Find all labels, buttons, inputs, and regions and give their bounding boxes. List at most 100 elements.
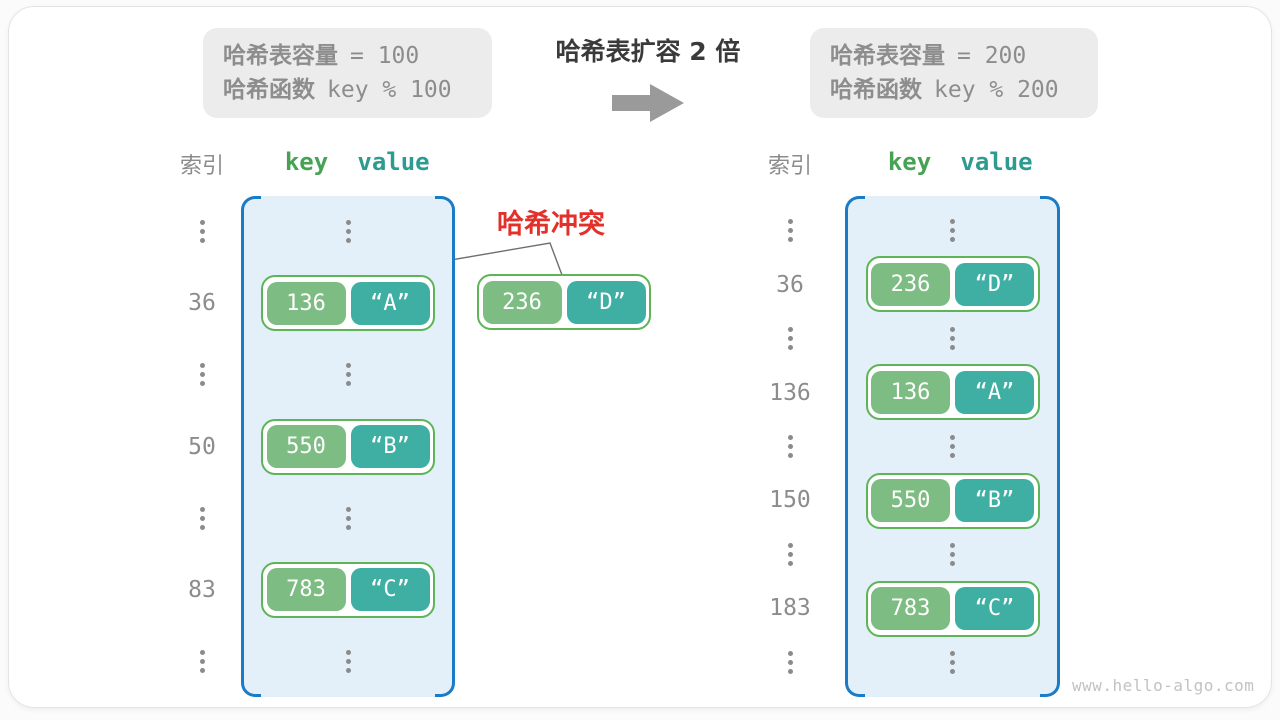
- hash-collision-label: 哈希冲突: [497, 209, 605, 240]
- ellipsis-icon: [199, 506, 205, 530]
- key-pill: 136: [871, 370, 950, 414]
- value-header: value: [357, 148, 430, 176]
- key-header: key: [284, 148, 329, 176]
- bucket-ellipsis: [845, 420, 1060, 472]
- ellipsis-icon: [199, 363, 205, 387]
- hash-pair: 783 “C”: [261, 561, 435, 618]
- right-arrow-icon: [612, 84, 684, 122]
- hash-table-before: 136 “A” 550 “B” 783 “C”: [241, 196, 455, 697]
- value-pill: “D”: [955, 262, 1034, 306]
- ellipsis-icon: [950, 543, 955, 567]
- capacity-value: = 200: [957, 43, 1027, 69]
- bucket-ellipsis: [241, 339, 455, 411]
- hash-function-line: 哈希函数 key % 100: [223, 77, 492, 103]
- key-pill: 236: [482, 280, 562, 324]
- key-pill: 136: [266, 281, 346, 325]
- bucket-ellipsis: [845, 529, 1060, 581]
- index-ellipsis: [176, 482, 228, 554]
- hash-pair: 236 “D”: [477, 274, 651, 330]
- right-table-rows: 236 “D” 136 “A” 550 “B”: [845, 204, 1060, 689]
- bucket-row: 236 “D”: [845, 256, 1060, 313]
- ellipsis-icon: [199, 649, 205, 673]
- value-pill: “B”: [955, 479, 1034, 523]
- ellipsis-icon: [787, 542, 793, 566]
- value-pill: “A”: [350, 281, 430, 325]
- bucket-row: 136 “A”: [241, 268, 455, 340]
- bucket-ellipsis: [241, 482, 455, 554]
- bucket-ellipsis: [241, 625, 455, 697]
- index-label: 36: [776, 271, 804, 298]
- table-bracket-right: [435, 196, 455, 697]
- index-label: 136: [769, 379, 811, 406]
- hash-function-value: key % 200: [934, 77, 1059, 103]
- bucket-row: 550 “B”: [241, 411, 455, 483]
- bucket-row: 783 “C”: [241, 554, 455, 626]
- hash-pair: 550 “B”: [261, 418, 435, 475]
- ellipsis-icon: [345, 506, 351, 530]
- index-ellipsis: [764, 635, 816, 689]
- value-pill: “C”: [955, 587, 1034, 631]
- value-pill: “A”: [955, 370, 1034, 414]
- key-pill: 783: [266, 568, 346, 612]
- capacity-label: 哈希表容量: [223, 43, 338, 69]
- key-pill: 783: [871, 587, 950, 631]
- ellipsis-icon: [950, 326, 955, 350]
- value-pill: “D”: [566, 280, 646, 324]
- index-ellipsis: [764, 420, 816, 474]
- capacity-box-before: 哈希表容量 = 100 哈希函数 key % 100: [203, 28, 492, 118]
- key-pill: 550: [266, 425, 346, 469]
- left-kv-header: key value: [263, 148, 437, 176]
- ellipsis-icon: [787, 327, 793, 351]
- left-table-rows: 136 “A” 550 “B” 783 “C”: [241, 196, 455, 697]
- resize-header: 哈希表扩容 2 倍: [518, 32, 778, 122]
- hash-pair: 136 “A”: [261, 275, 435, 332]
- ellipsis-icon: [787, 219, 793, 243]
- capacity-value: = 100: [350, 43, 420, 69]
- key-pill: 550: [871, 479, 950, 523]
- ellipsis-icon: [345, 220, 351, 244]
- resize-title: 哈希表扩容 2 倍: [555, 37, 741, 66]
- value-header: value: [960, 148, 1033, 176]
- colliding-pair: 236 “D”: [477, 274, 651, 330]
- table-bracket-left: [241, 196, 261, 697]
- right-kv-header: key value: [866, 148, 1040, 176]
- index-label: 183: [769, 595, 811, 622]
- index-ellipsis: [176, 339, 228, 411]
- card-frame: [8, 6, 1272, 708]
- key-header: key: [887, 148, 932, 176]
- left-index-column: 36 50 83: [176, 196, 228, 697]
- key-pill: 236: [871, 262, 950, 306]
- index-ellipsis: [764, 204, 816, 258]
- hash-function-label: 哈希函数: [223, 77, 315, 103]
- ellipsis-icon: [787, 650, 793, 674]
- bucket-ellipsis: [845, 637, 1060, 689]
- hash-function-line: 哈希函数 key % 200: [830, 77, 1098, 103]
- bucket-row: 136 “A”: [845, 364, 1060, 421]
- ellipsis-icon: [950, 218, 955, 242]
- ellipsis-icon: [950, 651, 955, 675]
- ellipsis-icon: [199, 220, 205, 244]
- hash-pair: 783 “C”: [865, 580, 1040, 637]
- value-pill: “C”: [350, 568, 430, 612]
- ellipsis-icon: [345, 649, 351, 673]
- value-pill: “B”: [350, 425, 430, 469]
- index-label: 36: [188, 290, 216, 317]
- table-bracket-right: [1040, 196, 1060, 697]
- bucket-ellipsis: [845, 204, 1060, 256]
- bucket-ellipsis: [845, 312, 1060, 364]
- index-label: 150: [769, 487, 811, 514]
- hash-function-label: 哈希函数: [830, 77, 922, 103]
- right-index-column: 36 136 150 183: [764, 204, 816, 689]
- bucket-ellipsis: [241, 196, 455, 268]
- capacity-line: 哈希表容量 = 100: [223, 43, 492, 69]
- ellipsis-icon: [345, 363, 351, 387]
- index-label: 50: [188, 433, 216, 460]
- index-ellipsis: [176, 625, 228, 697]
- right-index-header: 索引: [767, 154, 812, 179]
- hash-function-value: key % 100: [327, 77, 452, 103]
- ellipsis-icon: [787, 435, 793, 458]
- left-index-header: 索引: [179, 154, 224, 179]
- index-ellipsis: [176, 196, 228, 268]
- hash-pair: 550 “B”: [865, 472, 1040, 529]
